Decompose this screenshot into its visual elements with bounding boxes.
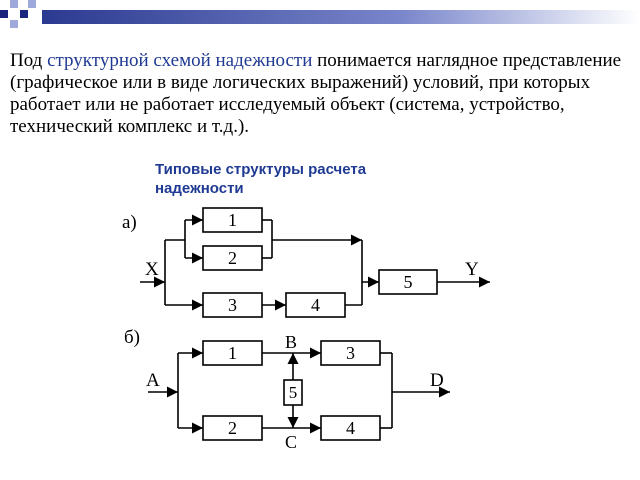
diagram-caption: Типовые структуры расчета надежности — [155, 161, 367, 197]
intro-text: понимается наглядное представление (граф… — [10, 50, 622, 137]
diagram-b-output: D — [430, 370, 444, 391]
deco-square — [10, 20, 18, 28]
block-b1 — [202, 340, 263, 366]
header-bar — [42, 10, 640, 24]
block-a3-label: 3 — [228, 295, 237, 315]
block-a3 — [202, 292, 263, 318]
node-c-label: C — [285, 432, 297, 452]
diagram-b-input: A — [146, 370, 160, 391]
diagram-b — [148, 340, 450, 441]
diagram-a-output: Y — [465, 259, 479, 280]
intro-term: структурной схемой надежности — [47, 50, 313, 71]
header-decoration — [0, 0, 640, 28]
block-a1 — [202, 207, 263, 233]
deco-square — [10, 0, 18, 8]
block-a1-label: 1 — [228, 210, 237, 230]
block-b3 — [320, 340, 381, 366]
deco-square — [0, 10, 8, 18]
block-b4 — [320, 415, 381, 441]
block-a5-label: 5 — [404, 272, 413, 292]
intro-prefix: Под — [10, 50, 48, 71]
block-a2-label: 2 — [228, 248, 237, 268]
diagram-a-input: X — [145, 259, 159, 280]
block-b4-label: 4 — [346, 418, 355, 438]
block-a5 — [378, 269, 438, 295]
block-b2-label: 2 — [228, 418, 237, 438]
diagram-a — [140, 207, 490, 318]
intro-paragraph: Под структурной схемой надежности понима… — [10, 50, 630, 138]
diagram-b-label: б) — [124, 327, 140, 348]
block-a4 — [285, 292, 346, 318]
deco-square — [20, 10, 28, 18]
block-a2 — [202, 245, 263, 271]
node-b-label: B — [285, 332, 297, 352]
deco-square — [28, 0, 36, 8]
block-b5-label: 5 — [289, 383, 298, 402]
block-b2 — [202, 415, 263, 441]
block-b1-label: 1 — [228, 343, 237, 363]
block-b3-label: 3 — [346, 343, 355, 363]
block-a4-label: 4 — [311, 295, 320, 315]
diagram-a-label: а) — [122, 212, 137, 233]
block-b5 — [283, 379, 303, 406]
